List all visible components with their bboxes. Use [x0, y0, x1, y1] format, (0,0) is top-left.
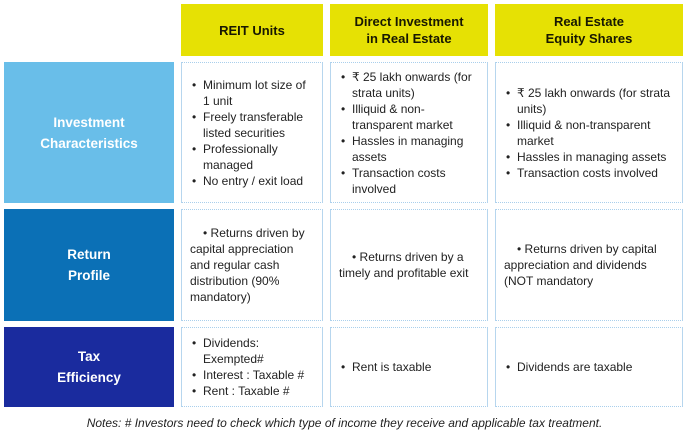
bullet-list: Rent is taxable — [339, 359, 479, 375]
column-header-equity-shares: Real Estate Equity Shares — [495, 4, 683, 56]
cell-return-equity: Returns driven by capital appreciation a… — [495, 209, 683, 321]
bullet-item: Illiquid & non-transparent market — [504, 117, 674, 149]
bullet-item: Dividends: Exempted# — [190, 335, 314, 367]
cell-tax-direct: Rent is taxable — [330, 327, 488, 407]
bullet-item: Illiquid & non-transparent market — [339, 101, 479, 133]
row-label-tax-efficiency: Tax Efficiency — [4, 327, 174, 407]
column-header-reit-units: REIT Units — [181, 4, 323, 56]
cell-tax-reit: Dividends: Exempted#Interest : Taxable #… — [181, 327, 323, 407]
bullet-list: ₹ 25 lakh onwards (for strata units)Illi… — [504, 85, 674, 181]
footnote: Notes: # Investors need to check which t… — [86, 416, 603, 430]
bullet-item: Transaction costs involved — [339, 165, 479, 197]
bullet-list: Returns driven by capital appreciation a… — [190, 225, 314, 305]
bullet-item: Returns driven by capital appreciation a… — [190, 225, 314, 305]
bullet-item: Rent : Taxable # — [190, 383, 314, 399]
bullet-item: Freely transferable listed securities — [190, 109, 314, 141]
bullet-item: Interest : Taxable # — [190, 367, 314, 383]
bullet-item: Rent is taxable — [339, 359, 479, 375]
cell-investment-equity: ₹ 25 lakh onwards (for strata units)Illi… — [495, 62, 683, 203]
bullet-item: ₹ 25 lakh onwards (for strata units) — [504, 85, 674, 117]
bullet-list: Dividends: Exempted#Interest : Taxable #… — [190, 335, 314, 399]
cell-tax-equity: Dividends are taxable — [495, 327, 683, 407]
column-header-direct-investment: Direct Investment in Real Estate — [330, 4, 488, 56]
bullet-list: ₹ 25 lakh onwards (for strata units)Illi… — [339, 69, 479, 197]
bullet-item: Hassles in managing assets — [339, 133, 479, 165]
cell-return-direct: Returns driven by a timely and profitabl… — [330, 209, 488, 321]
bullet-list: Returns driven by a timely and profitabl… — [339, 249, 479, 281]
cell-investment-reit: Minimum lot size of 1 unitFreely transfe… — [181, 62, 323, 203]
bullet-item: Returns driven by a timely and profitabl… — [339, 249, 479, 281]
row-label-return-profile: Return Profile — [4, 209, 174, 321]
cell-return-reit: Returns driven by capital appreciation a… — [181, 209, 323, 321]
bullet-list: Returns driven by capital appreciation a… — [504, 241, 674, 289]
bullet-item: ₹ 25 lakh onwards (for strata units) — [339, 69, 479, 101]
bullet-item: Transaction costs involved — [504, 165, 674, 181]
comparison-table: REIT Units Direct Investment in Real Est… — [4, 4, 685, 407]
bullet-item: Dividends are taxable — [504, 359, 674, 375]
cell-investment-direct: ₹ 25 lakh onwards (for strata units)Illi… — [330, 62, 488, 203]
row-label-investment-characteristics: Investment Characteristics — [4, 62, 174, 203]
bullet-list: Dividends are taxable — [504, 359, 674, 375]
bullet-item: Professionally managed — [190, 141, 314, 173]
bullet-item: Returns driven by capital appreciation a… — [504, 241, 674, 289]
empty-corner-cell — [4, 4, 174, 56]
bullet-item: Hassles in managing assets — [504, 149, 674, 165]
bullet-item: No entry / exit load — [190, 173, 314, 189]
bullet-item: Minimum lot size of 1 unit — [190, 77, 314, 109]
bullet-list: Minimum lot size of 1 unitFreely transfe… — [190, 77, 314, 189]
